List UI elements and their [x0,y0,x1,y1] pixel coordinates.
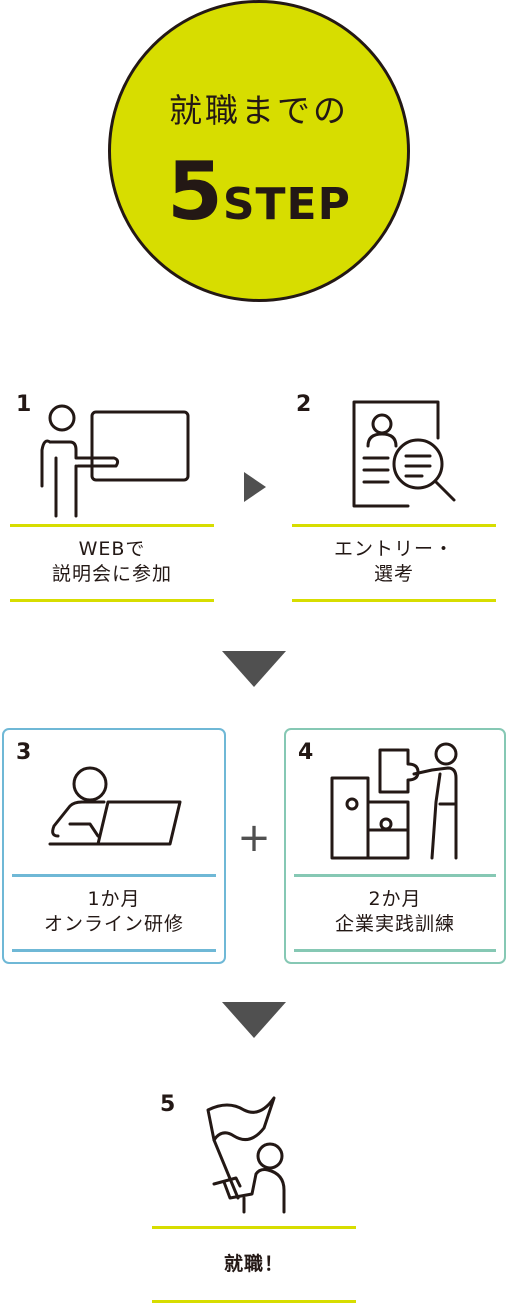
step-1-label-line2: 説明会に参加 [51,563,172,585]
step-3-bottom-line [12,949,216,952]
laptop-user-icon [48,766,182,846]
step-3-label: 1か月 オンライン研修 [12,887,216,937]
step-2-top-line [292,524,496,527]
step-3-label-line1: 1か月 [87,888,141,910]
header-title-word: STEP [222,179,351,230]
step-3-label-line2: オンライン研修 [43,913,184,935]
step-3-card [2,728,226,964]
step-4-bottom-line [294,949,496,952]
resume-search-icon [352,400,456,508]
step-1-label-line1: WEBで [78,538,146,560]
step-4-label-line1: 2か月 [368,888,422,910]
flag-person-icon [206,1096,286,1214]
step-5-bottom-line [152,1300,356,1303]
step-4-top-line [294,874,496,877]
step-5-top-line [152,1226,356,1229]
step-5-label: 就職！ [152,1252,356,1277]
step-2-label-line1: エントリー・ [333,538,454,560]
step-1-number: 1 [16,392,32,417]
arrow-down-icon [222,1002,286,1038]
step-2-label: エントリー・ 選考 [292,537,496,587]
arrow-down-icon [222,651,286,687]
plus-icon: + [237,815,271,861]
step-4-label-line2: 企業実践訓練 [334,913,455,935]
step-4-card [284,728,506,964]
presentation-icon [40,404,190,518]
step-1-bottom-line [10,599,214,602]
step-3-number: 3 [16,740,32,765]
step-5-number: 5 [160,1092,176,1117]
header-badge [108,0,410,302]
arrow-right-icon [244,472,266,502]
step-1-label: WEBで 説明会に参加 [10,537,214,587]
step-1-top-line [10,524,214,527]
step-3-top-line [12,874,216,877]
header-subtitle: 就職までの [169,91,349,130]
header-title-number: 5 [167,145,223,238]
header-title: 5STEP [108,152,410,232]
step-2-label-line2: 選考 [373,563,414,585]
step-4-label: 2か月 企業実践訓練 [294,887,496,937]
step-2-number: 2 [296,392,312,417]
step-5-label-line1: 就職！ [223,1253,284,1275]
step-2-bottom-line [292,599,496,602]
step-4-number: 4 [298,740,314,765]
puzzle-worker-icon [330,742,458,860]
